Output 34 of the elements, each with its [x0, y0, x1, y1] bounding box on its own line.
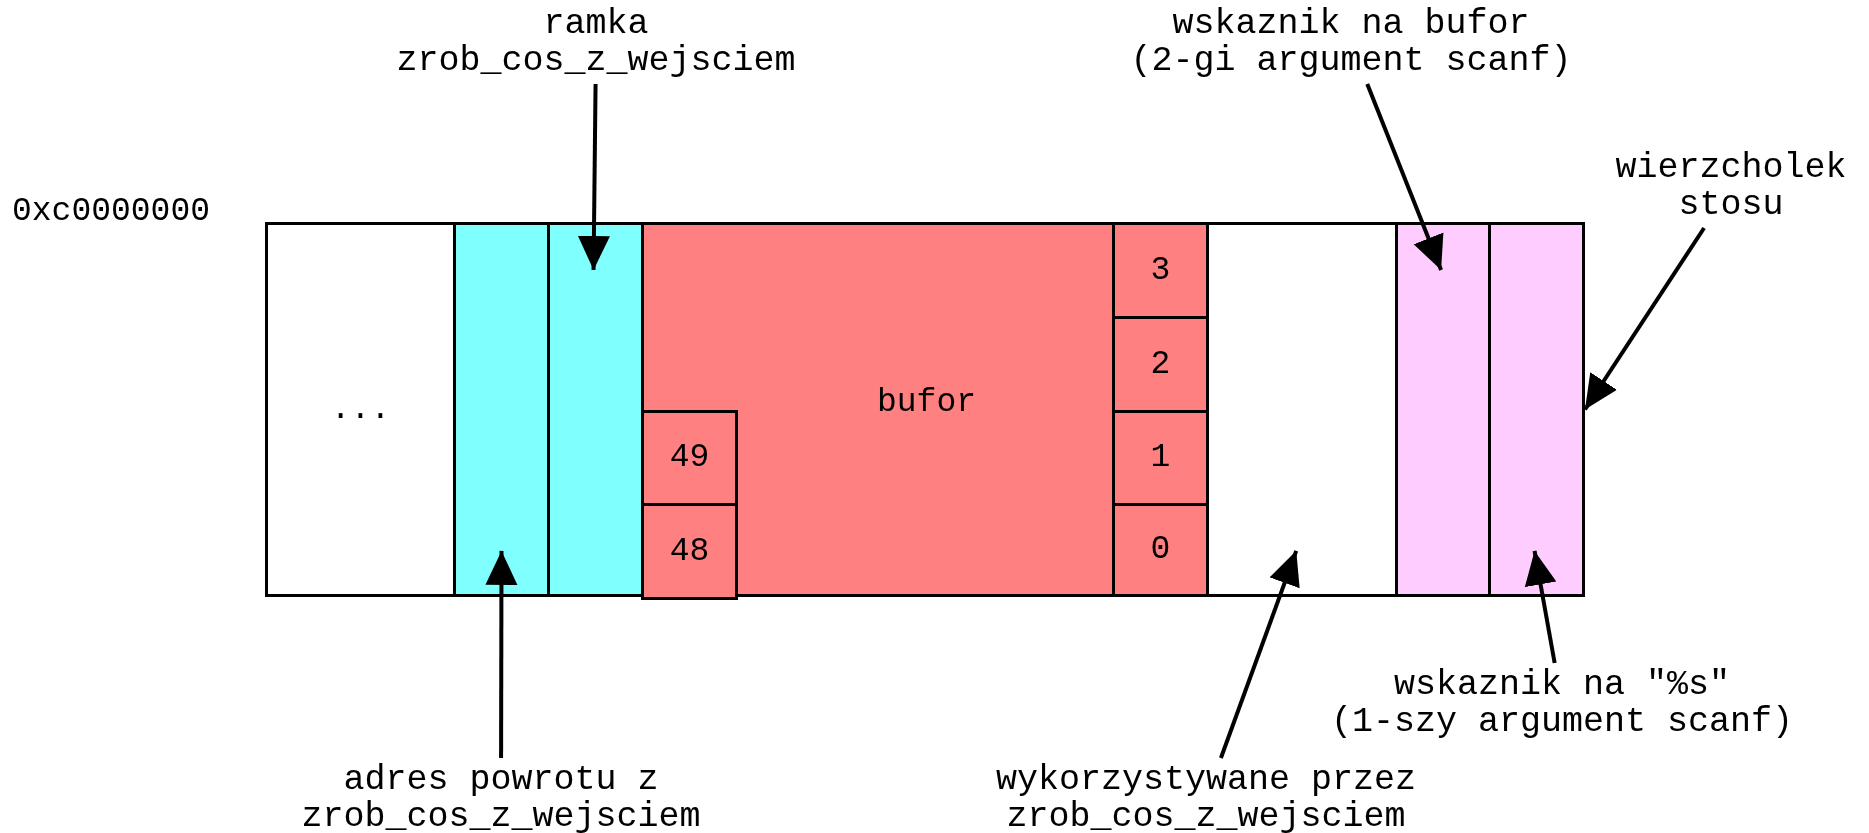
buffer-region [641, 222, 1115, 597]
annotation-text: wskaznik na bufor (2-gi argument scanf) [1119, 6, 1583, 80]
memory-cell [1112, 503, 1209, 597]
annotation-text: wierzcholek stosu [1605, 150, 1857, 224]
memory-cell [1112, 410, 1209, 506]
memory-cell [1395, 222, 1491, 597]
memory-cell [453, 222, 550, 597]
cell-value: 3 [1149, 250, 1172, 291]
memory-cell [641, 410, 738, 506]
annotation-text: adres powrotu z zrob_cos_z_wejsciem [269, 762, 733, 833]
memory-cell [1112, 316, 1209, 413]
leader-arrow [485, 550, 518, 758]
address-label: 0xc0000000 [12, 192, 211, 232]
memory-cell [265, 222, 456, 597]
annotation-text: wskaznik na "%s" (1-szy argument scanf) [1320, 667, 1804, 741]
cell-value: bufor [876, 383, 977, 423]
cell-value: 0 [1149, 530, 1172, 570]
leader-arrow [1365, 83, 1444, 271]
cell-value: 49 [668, 438, 711, 478]
leader-arrow [1219, 550, 1300, 759]
annotation-text: wykorzystywane przez zrob_cos_z_wejsciem [985, 762, 1427, 833]
cell-value: 2 [1149, 344, 1172, 385]
memory-cell [641, 503, 738, 600]
memory-cell [1488, 222, 1585, 597]
memory-cell [1112, 222, 1209, 319]
annotation-text: ramka zrob_cos_z_wejsciem [385, 6, 807, 80]
cell-value: ... [329, 389, 392, 430]
cell-value: 1 [1149, 438, 1172, 478]
memory-cell [547, 222, 644, 597]
cell-value: 48 [668, 531, 711, 572]
leader-arrow [1524, 550, 1557, 664]
memory-cell [1206, 222, 1398, 597]
leader-arrow [1583, 226, 1706, 411]
leader-arrow [577, 83, 610, 271]
